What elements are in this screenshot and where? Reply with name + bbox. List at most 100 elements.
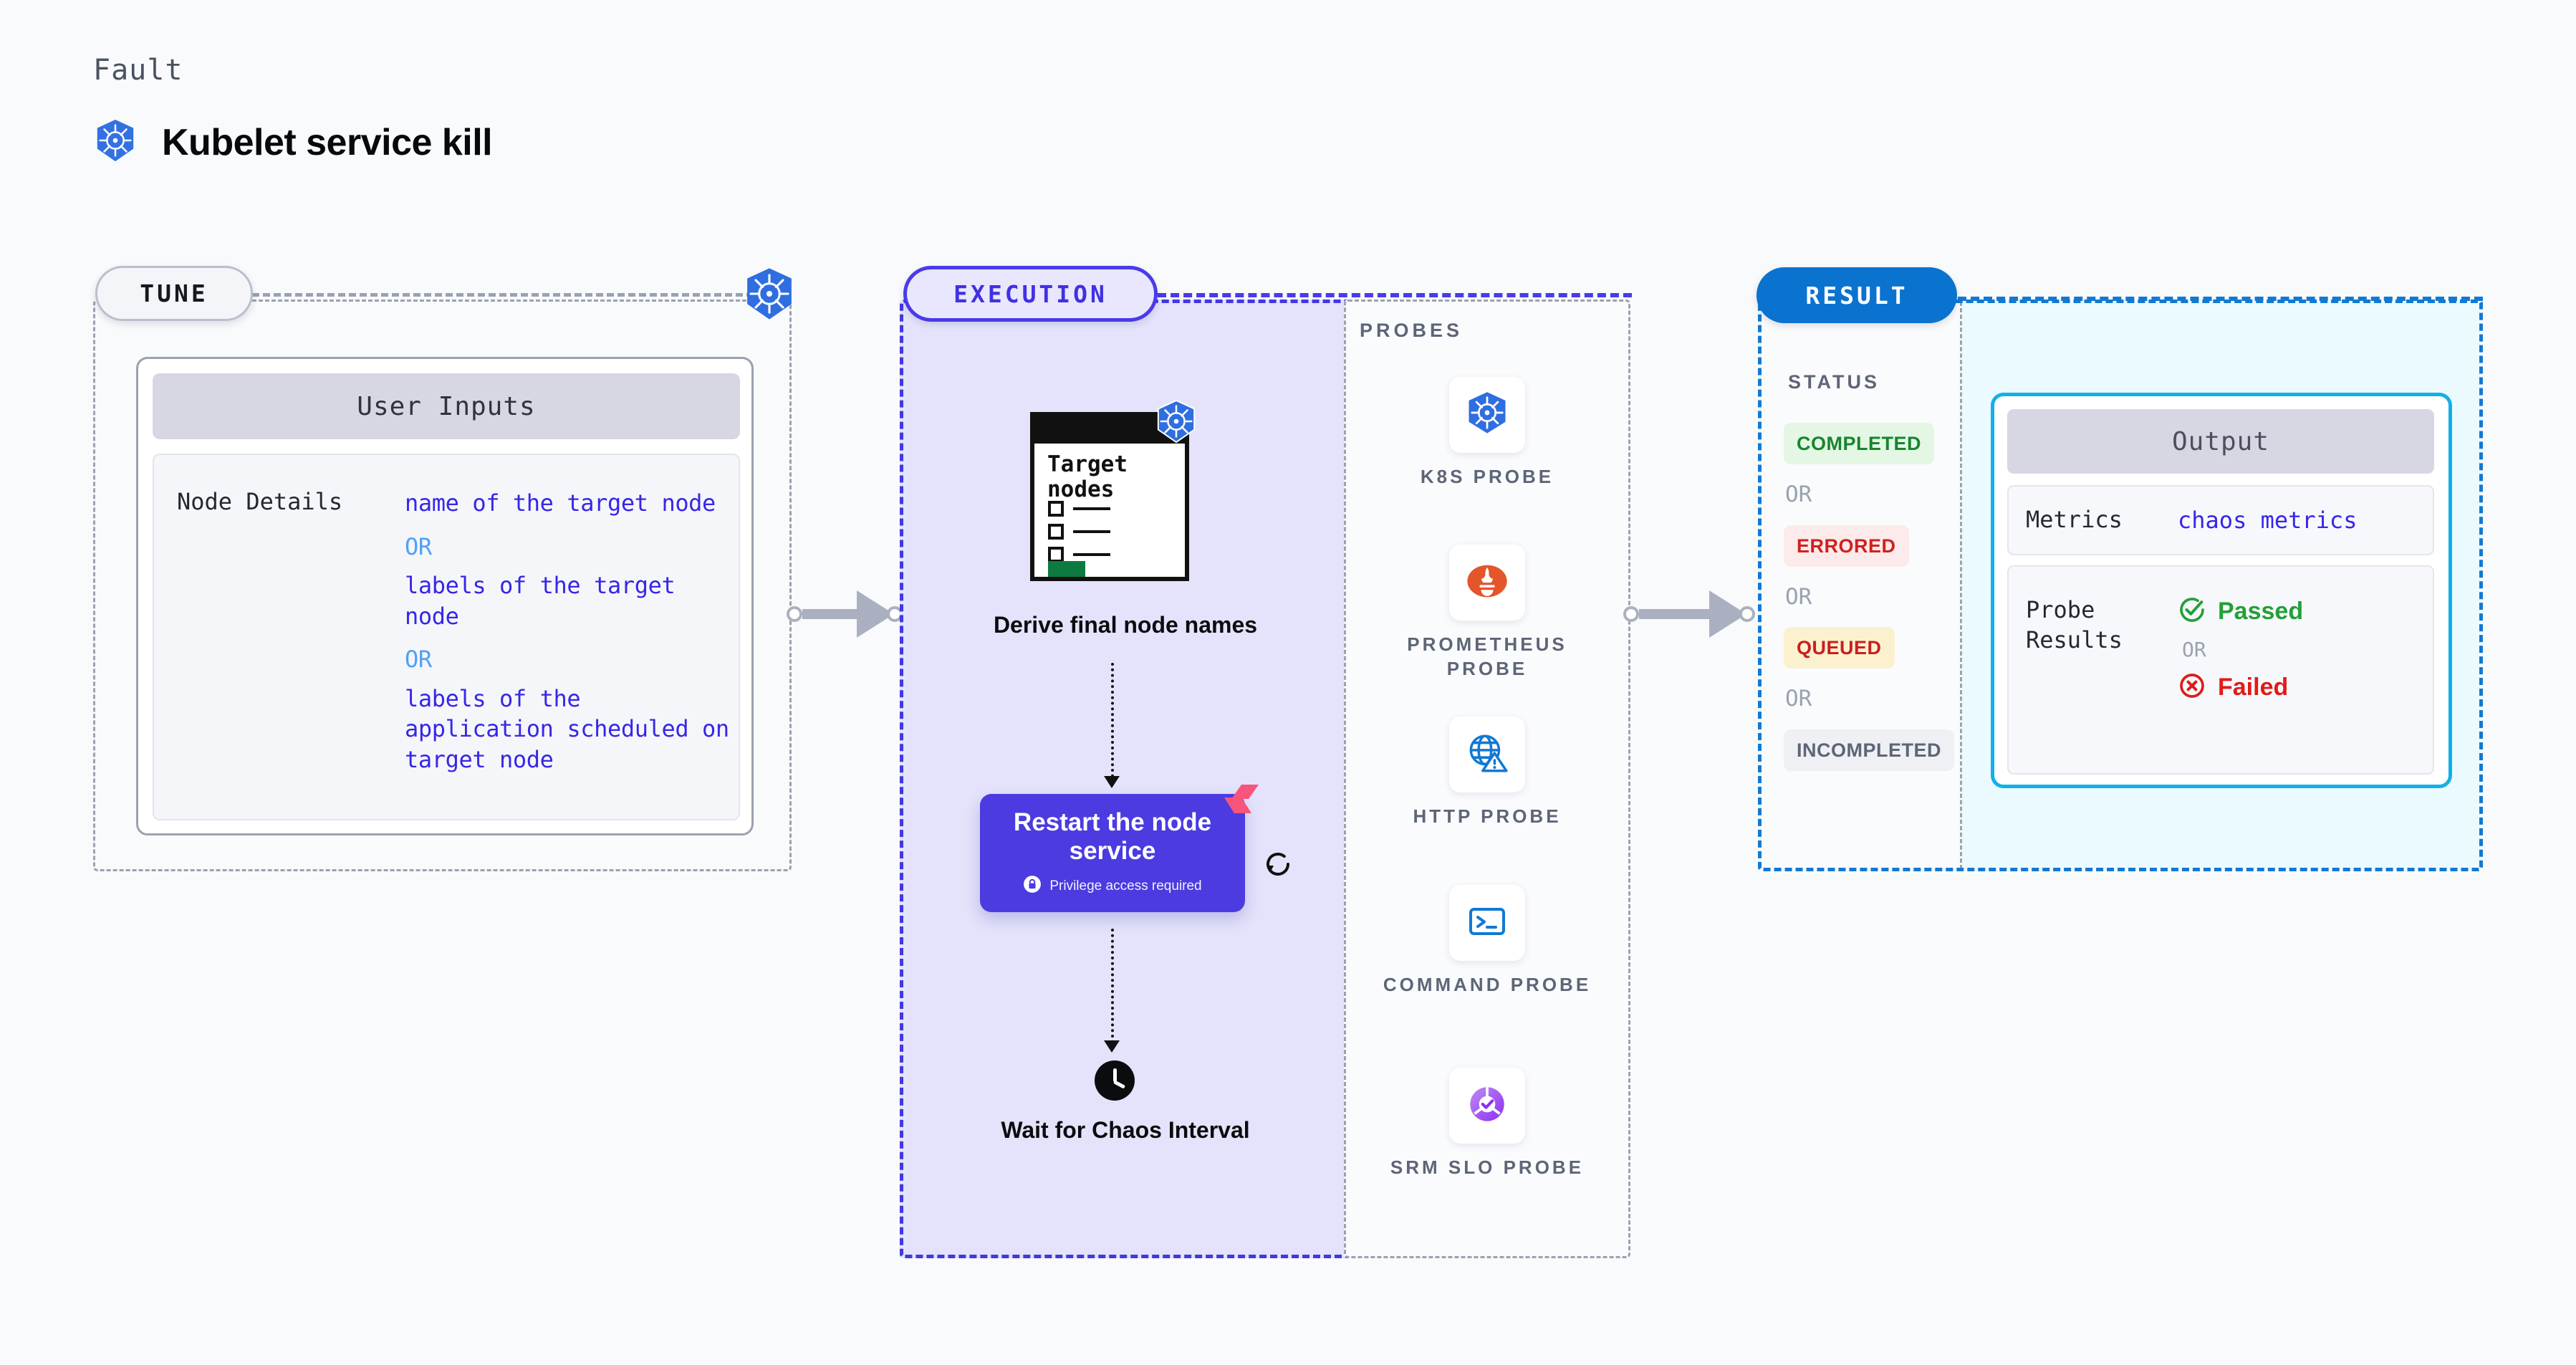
clock-hand-hour — [1113, 1068, 1117, 1082]
clock-hand-minute — [1112, 1080, 1126, 1089]
connector-start-dot — [1623, 606, 1639, 622]
node-details-row: Node Details name of the target node OR … — [153, 454, 740, 820]
harness-icon — [1223, 783, 1260, 816]
step-card-restart-node-service[interactable]: Restart the node service Privilege acces… — [980, 794, 1245, 912]
connector-start-dot — [787, 606, 802, 622]
probe-failed-label: Failed — [2218, 674, 2289, 701]
status-badge-errored: ERRORED — [1784, 525, 1909, 567]
probe-tile — [1449, 545, 1525, 621]
or-separator: OR — [1785, 686, 1812, 712]
connector-line — [1639, 609, 1711, 619]
probe-result-failed: Failed — [2178, 671, 2303, 704]
kubernetes-icon — [1154, 399, 1198, 444]
output-card: Output Metrics chaos metrics Probe Resul… — [1991, 393, 2452, 788]
privilege-note-text: Privilege access required — [1049, 878, 1202, 894]
probe-item-k8s[interactable]: K8S PROBE — [1365, 377, 1609, 489]
result-divider — [1958, 297, 2483, 301]
lock-icon — [1023, 875, 1042, 898]
node-details-value-3: labels of the application scheduled on t… — [405, 684, 729, 773]
target-nodes-card-body: Target nodes — [1030, 412, 1189, 581]
checklist-item — [1048, 501, 1110, 517]
page-title: Kubelet service kill — [162, 121, 493, 163]
step-title: Restart the node service — [1013, 808, 1212, 865]
flow-connector — [1111, 929, 1114, 1043]
placeholder-line — [1073, 507, 1110, 510]
status-badge-completed: COMPLETED — [1784, 423, 1935, 464]
user-inputs-header: User Inputs — [153, 373, 740, 439]
probe-results-key: Probe Results — [2026, 596, 2123, 653]
probe-item-http[interactable]: HTTP PROBE — [1365, 717, 1609, 829]
connector-line — [802, 609, 858, 619]
node-details-value-2: labels of the target node — [405, 572, 676, 630]
loop-icon — [1259, 846, 1297, 883]
flow-arrowhead — [1104, 1040, 1120, 1053]
connector-tune-to-execution — [787, 589, 910, 639]
checklist-item — [1048, 547, 1110, 562]
probe-passed-label: Passed — [2218, 598, 2304, 625]
progress-bar — [1048, 561, 1085, 577]
flow-arrowhead — [1104, 776, 1120, 788]
step-label-derive-final-node-names: Derive final node names — [993, 612, 1258, 638]
placeholder-line — [1073, 553, 1110, 556]
probe-label: SRM SLO PROBE — [1390, 1156, 1585, 1178]
metrics-row: Metrics chaos metrics — [2007, 485, 2434, 555]
output-header: Output — [2007, 409, 2434, 474]
srm-slo-icon — [1464, 1081, 1511, 1131]
placeholder-line — [1073, 530, 1110, 533]
clock-icon — [1095, 1060, 1135, 1101]
status-badge-incompleted: INCOMPLETED — [1784, 729, 1955, 771]
checkbox-icon — [1048, 547, 1064, 562]
probe-results-values: Passed OR Failed — [2178, 595, 2303, 704]
probe-results-row: Probe Results Passed OR — [2007, 565, 2434, 775]
probe-item-srm-slo[interactable]: SRM SLO PROBE — [1365, 1068, 1609, 1180]
probe-tile — [1449, 377, 1525, 453]
user-inputs-card: User Inputs Node Details name of the tar… — [136, 357, 754, 835]
terminal-icon — [1464, 899, 1510, 948]
tune-stage-panel — [93, 300, 792, 871]
x-circle-icon — [2178, 671, 2206, 704]
status-badge-queued: QUEUED — [1784, 627, 1895, 669]
target-nodes-card: Target nodes — [1030, 399, 1196, 585]
metrics-key: Metrics — [2026, 506, 2123, 534]
probe-tile — [1449, 717, 1525, 792]
connector-end-dot — [1739, 606, 1755, 622]
probe-result-passed: Passed — [2178, 595, 2303, 628]
node-details-value-1: name of the target node — [405, 489, 716, 517]
probe-tile — [1449, 885, 1525, 961]
metrics-value: chaos metrics — [2178, 507, 2358, 534]
flow-connector — [1111, 663, 1114, 777]
or-separator: OR — [405, 646, 432, 674]
page-eyebrow: Fault — [93, 54, 183, 87]
checkbox-icon — [1048, 524, 1064, 540]
execution-divider — [1158, 293, 1632, 297]
status-title: STATUS — [1788, 371, 1880, 393]
page-title-row: Kubelet service kill — [93, 118, 493, 166]
probe-item-prometheus[interactable]: PROMETHEUS PROBE — [1365, 545, 1609, 681]
checklist-item — [1048, 524, 1110, 540]
tune-divider — [252, 293, 754, 297]
check-circle-icon — [2178, 595, 2206, 628]
step-label-wait-for-chaos-interval: Wait for Chaos Interval — [1001, 1117, 1250, 1143]
probe-label: COMMAND PROBE — [1383, 974, 1592, 995]
or-separator: OR — [1785, 482, 1812, 507]
kubernetes-icon — [742, 267, 797, 321]
prometheus-icon — [1463, 557, 1512, 609]
probe-label: PROMETHEUS PROBE — [1407, 633, 1567, 679]
or-separator: OR — [1785, 584, 1812, 610]
node-details-key: Node Details — [177, 488, 343, 515]
node-details-values: name of the target node OR labels of the… — [405, 488, 739, 775]
target-nodes-title: Target nodes — [1047, 451, 1128, 502]
result-status-column — [1762, 302, 1962, 869]
or-separator: OR — [2182, 638, 2206, 661]
tune-stage-badge[interactable]: TUNE — [95, 266, 253, 321]
probe-label: HTTP PROBE — [1413, 805, 1562, 827]
globe-warning-icon — [1464, 729, 1511, 780]
probes-title: PROBES — [1360, 320, 1464, 341]
checkbox-icon — [1048, 501, 1064, 517]
execution-stage-badge[interactable]: EXECUTION — [903, 266, 1158, 322]
kubernetes-icon — [93, 118, 138, 166]
result-stage-badge[interactable]: RESULT — [1756, 267, 1957, 323]
kubernetes-icon — [1463, 389, 1512, 441]
probe-tile — [1449, 1068, 1525, 1144]
probe-item-command[interactable]: COMMAND PROBE — [1365, 885, 1609, 997]
